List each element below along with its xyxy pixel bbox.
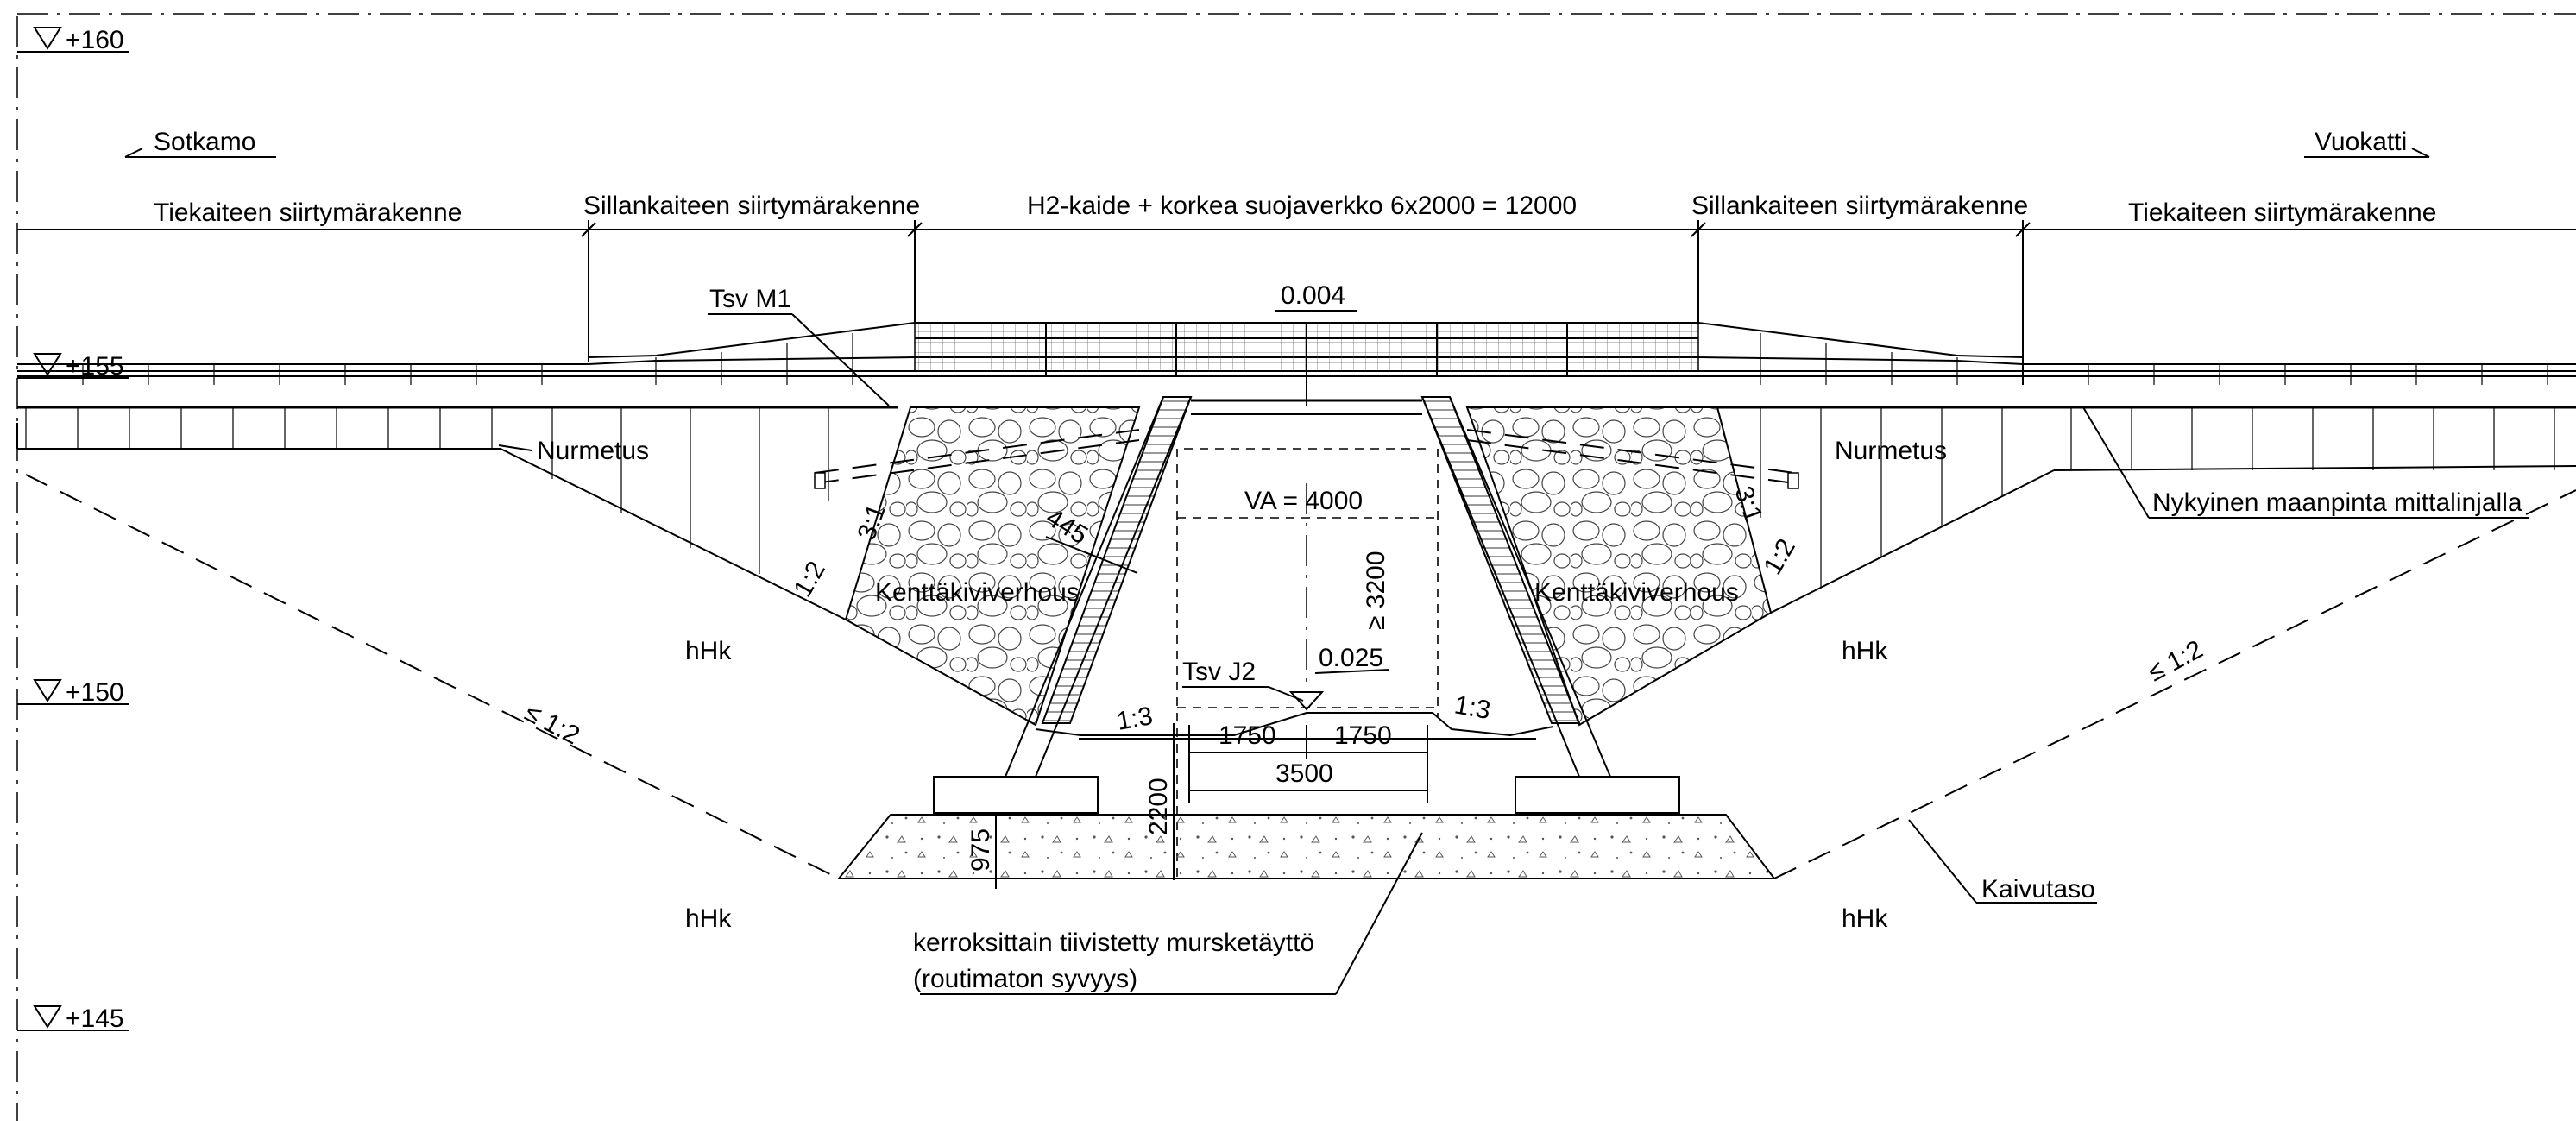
segment-bridge-transition-right: Sillankaiteen siirtymärakenne bbox=[1691, 192, 2028, 220]
direction-left: Sotkamo bbox=[124, 128, 276, 158]
slope-1-3-left: 1:3 bbox=[1114, 702, 1155, 736]
stone-right-label: Kenttäkiviverhous bbox=[1534, 578, 1739, 607]
underpass-invert: Tsv J2 0.025 1750 1750 3500 2200 bbox=[1035, 644, 1554, 880]
segment-center-barrier: H2-kaide + korkea suojaverkko 6x2000 = 1… bbox=[1027, 192, 1577, 220]
clearance-box: VA = 4000 ≥ 3200 bbox=[1176, 449, 1439, 880]
level-marker-160: +160 bbox=[17, 26, 129, 54]
invert-slope: 0.025 bbox=[1319, 644, 1383, 672]
soil-hhk: hHk bbox=[1842, 904, 1888, 933]
embankment bbox=[16, 406, 2576, 620]
soil-hhk: hHk bbox=[685, 904, 732, 933]
slope-max-left: ≤ 1:2 bbox=[520, 698, 584, 750]
annotations: Tsv M1 0.004 Nurmetus Nurmetus Nykyinen … bbox=[498, 281, 2529, 933]
excavation-label: Kaivutaso bbox=[1981, 875, 2095, 904]
fill-description-line1: kerroksittain tiivistetty mursketäyttö bbox=[913, 929, 1314, 957]
direction-label-vuokatti: Vuokatti bbox=[2315, 128, 2407, 156]
drain-lines bbox=[814, 429, 1799, 489]
level-label: +150 bbox=[66, 678, 124, 707]
railing-band bbox=[17, 322, 2576, 406]
excavation-slopes: Kaivutaso bbox=[25, 474, 2576, 904]
clearance-width: VA = 4000 bbox=[1244, 487, 1363, 515]
soil-hhk: hHk bbox=[1842, 637, 1888, 665]
stone-revetment bbox=[844, 406, 1773, 727]
segment-bridge-transition-left: Sillankaiteen siirtymärakenne bbox=[583, 192, 920, 220]
clearance-height: ≥ 3200 bbox=[1362, 551, 1390, 630]
frame-lines bbox=[16, 13, 2576, 1121]
direction-right: Vuokatti bbox=[2304, 128, 2430, 158]
barrier-dimension-line: Tiekaiteen siirtymärakenne Sillankaiteen… bbox=[17, 192, 2576, 362]
dim-975: 975 bbox=[967, 828, 995, 872]
level-marker-150: +150 bbox=[17, 678, 129, 707]
tsv-j2-label: Tsv J2 bbox=[1182, 658, 1256, 686]
grass-left: Nurmetus bbox=[537, 437, 649, 465]
existing-ground-label: Nykyinen maanpinta mittalinjalla bbox=[2152, 488, 2522, 517]
abutment-walls bbox=[933, 396, 1680, 814]
segment-road-transition-right: Tiekaiteen siirtymärakenne bbox=[2128, 198, 2436, 227]
slope-1-2-right: 1:2 bbox=[1758, 534, 1800, 580]
segment-road-transition-left: Tiekaiteen siirtymärakenne bbox=[154, 198, 462, 227]
deck-slope: 0.004 bbox=[1281, 281, 1345, 310]
direction-label-sotkamo: Sotkamo bbox=[154, 128, 255, 156]
level-label: +145 bbox=[66, 1004, 124, 1033]
fill-description-line2: (routimaton syvyys) bbox=[913, 965, 1137, 993]
dim-3500: 3500 bbox=[1275, 759, 1333, 788]
dim-1750-left: 1750 bbox=[1219, 721, 1276, 750]
level-marker-145: +145 bbox=[17, 1004, 129, 1033]
level-label: +160 bbox=[66, 26, 124, 54]
slope-1-3-right: 1:3 bbox=[1452, 690, 1493, 725]
soil-hhk: hHk bbox=[685, 637, 732, 665]
elevation-markers: +160 +155 +150 +145 bbox=[17, 26, 129, 1033]
crushed-rock-fill: 975 kerroksittain tiivistetty mursketäyt… bbox=[836, 814, 1777, 995]
grass-right: Nurmetus bbox=[1835, 437, 1947, 465]
dim-1750-right: 1750 bbox=[1334, 721, 1392, 750]
tsv-m1-label: Tsv M1 bbox=[709, 285, 791, 313]
slope-max-right: ≤ 1:2 bbox=[2144, 635, 2208, 687]
stone-left-label: Kenttäkiviverhous bbox=[875, 578, 1080, 607]
